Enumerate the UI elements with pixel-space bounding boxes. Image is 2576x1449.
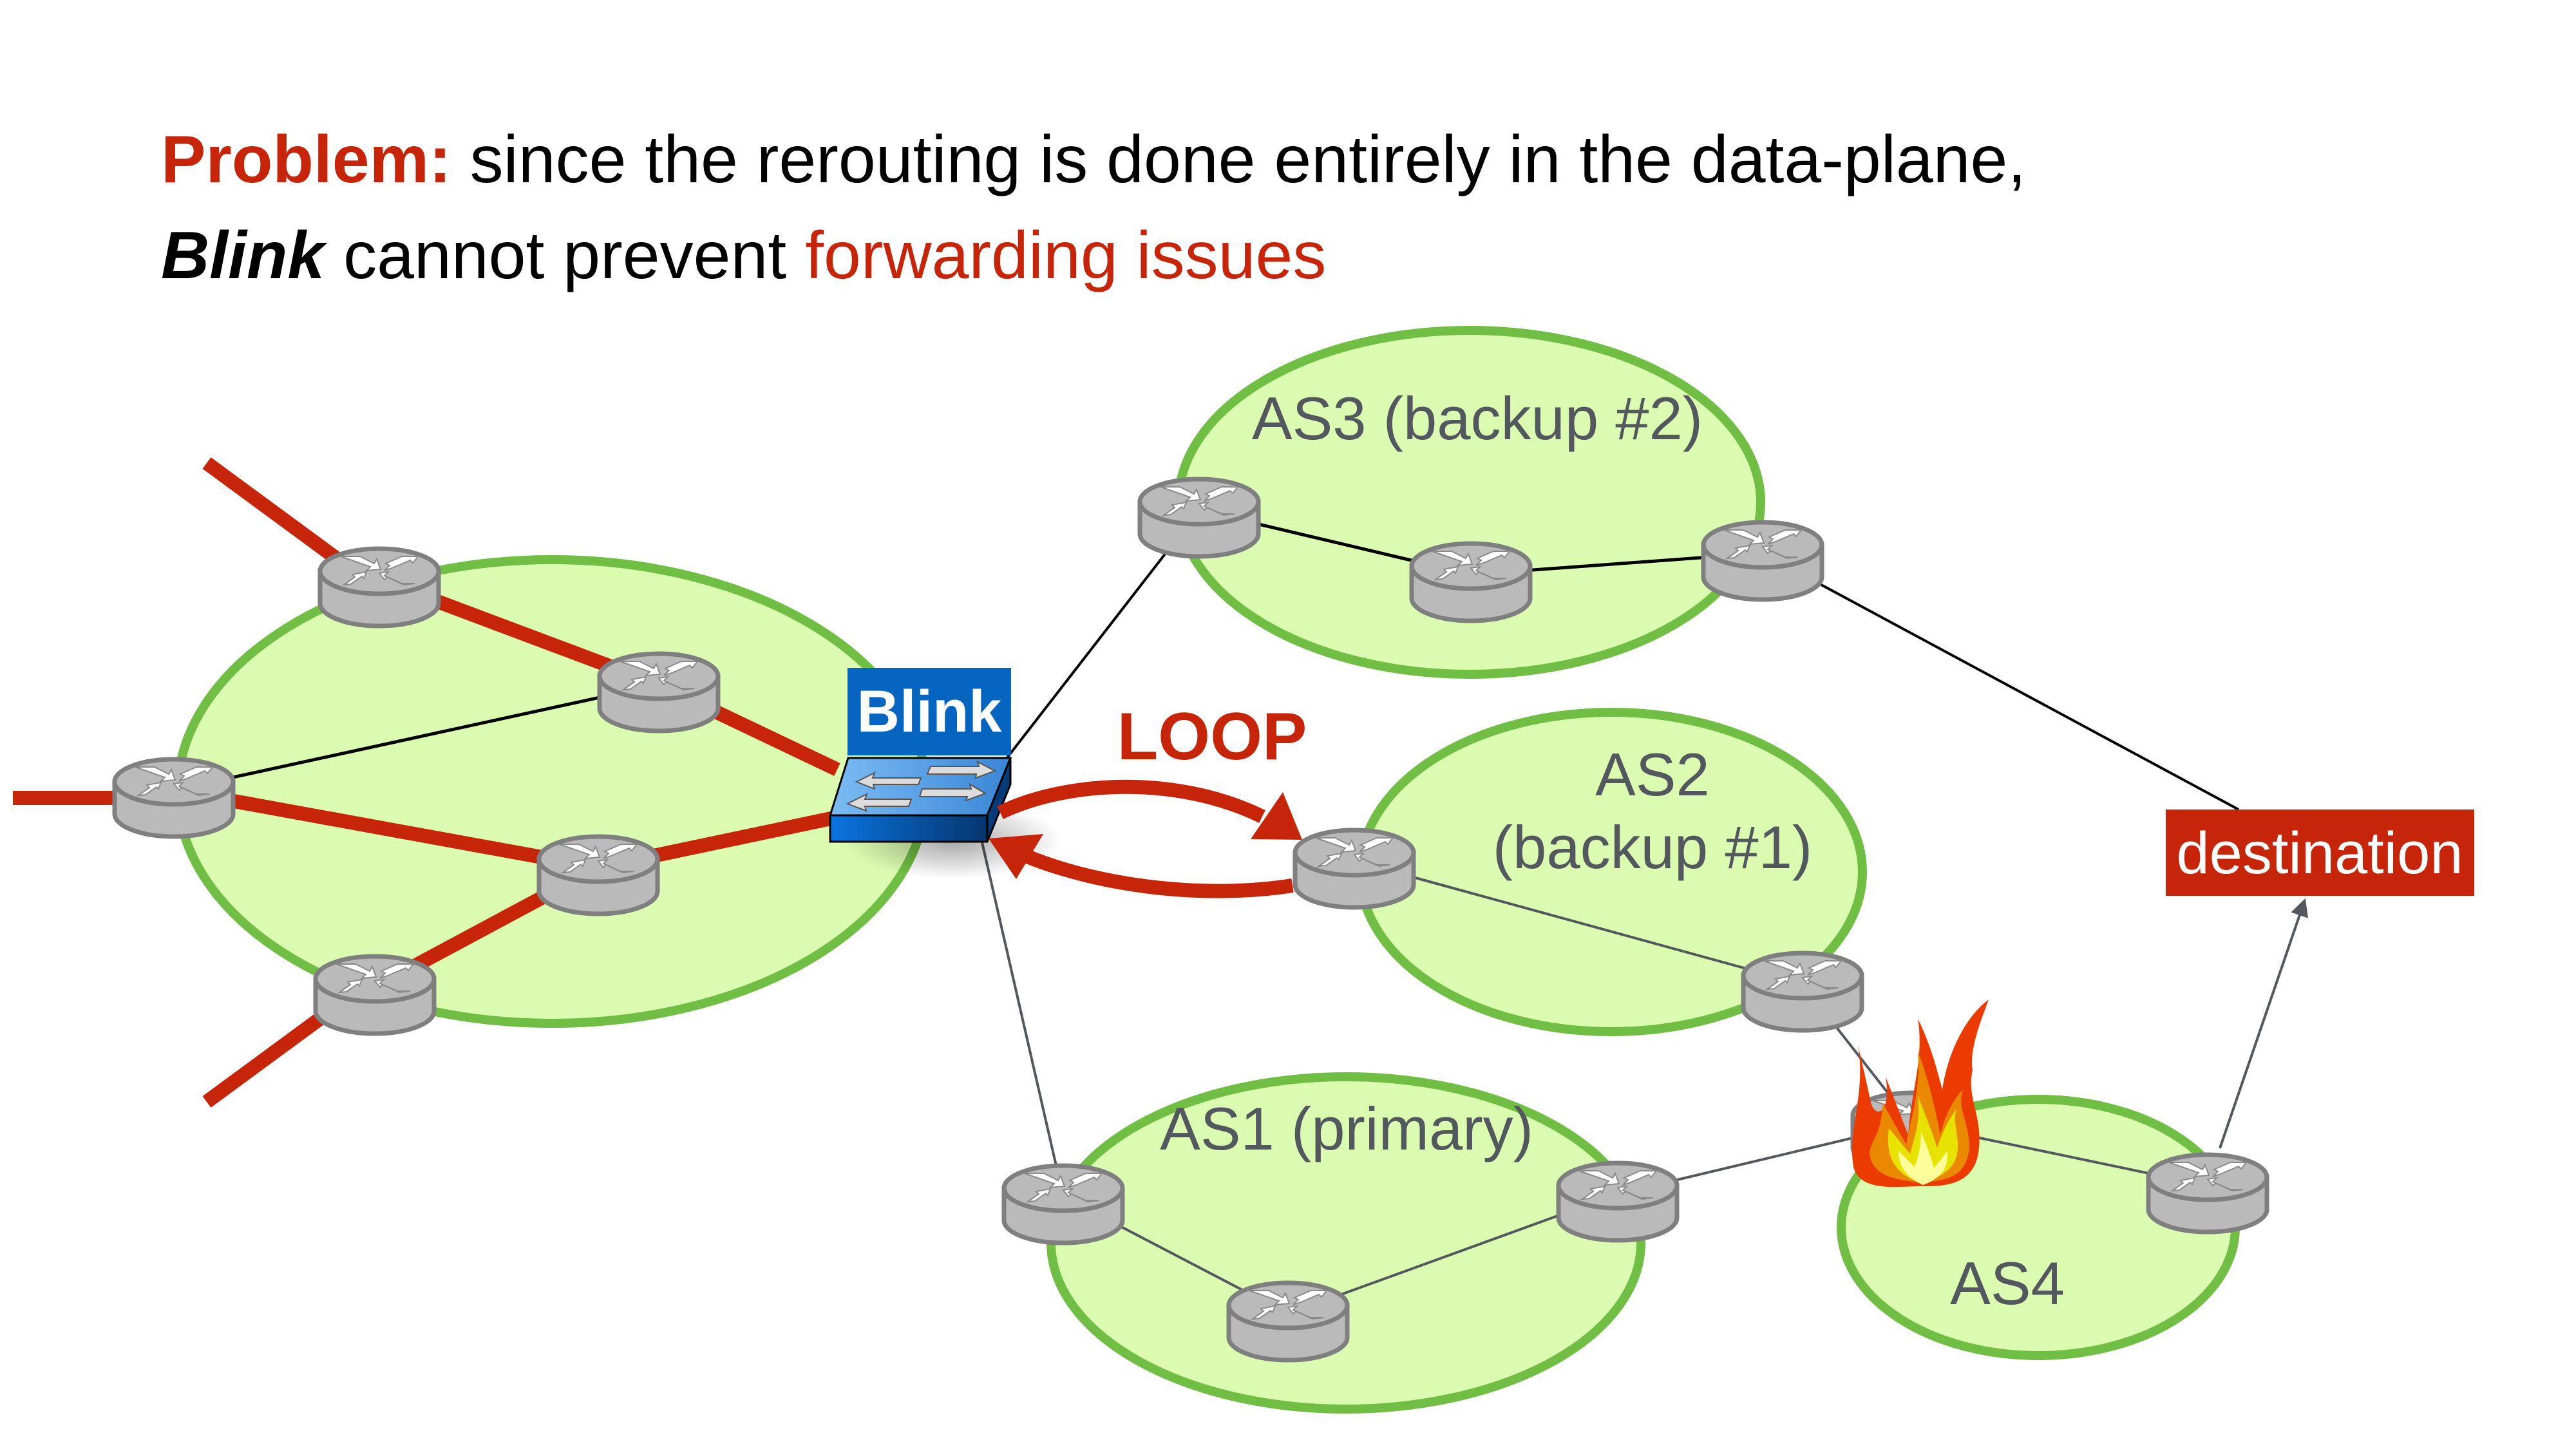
loop-arrow-forward — [997, 779, 1265, 823]
red-link — [173, 783, 600, 875]
link — [173, 683, 659, 792]
as4-label: AS4 — [1950, 1249, 2065, 1317]
router-icon — [1140, 479, 1258, 556]
as3-label: AS3 (backup #2) — [1252, 384, 1703, 452]
router-icon — [1004, 1166, 1122, 1243]
blink-name: Blink — [161, 218, 325, 293]
destination-label: destination — [2177, 820, 2463, 886]
loop-label: LOOP — [1117, 699, 1307, 774]
blink-label-box — [848, 668, 1011, 755]
router-icon — [1295, 830, 1414, 907]
router-icon — [539, 837, 658, 914]
destination-arrow — [2219, 898, 2308, 1149]
source-network-region — [173, 555, 931, 1028]
loop-arrows — [989, 779, 1302, 898]
router-icon — [1703, 522, 1822, 600]
router-icon — [2148, 1155, 2267, 1232]
router-icon — [1412, 544, 1530, 621]
loop-arrowhead-back — [989, 834, 1043, 879]
link — [980, 839, 1065, 1197]
forwarding-issues-text: forwarding issues — [805, 218, 1327, 293]
loop-arrow-back — [1024, 849, 1294, 898]
loop-arrowhead-forward — [1251, 792, 1302, 840]
as2-label-line2: (backup #1) — [1493, 813, 1812, 881]
title-line-2: Blink cannot prevent forwarding issues — [161, 222, 1326, 289]
problem-label: Problem: — [161, 122, 451, 197]
router-icon — [316, 956, 434, 1034]
as2-label-line1: AS2 — [1595, 741, 1710, 808]
red-link — [202, 457, 352, 573]
as1-label: AS1 (primary) — [1160, 1095, 1533, 1162]
router-icon — [1743, 953, 1862, 1030]
router-icon — [1229, 1283, 1347, 1360]
title-line-1: Problem: since the rerouting is done ent… — [161, 126, 2026, 193]
cannot-prevent-text: cannot prevent — [325, 218, 806, 293]
switch-icon — [828, 757, 1012, 843]
problem-text: since the rerouting is done entirely in … — [451, 122, 2027, 197]
destination-box — [2166, 810, 2474, 896]
link — [1762, 552, 2239, 811]
router-icon — [600, 654, 718, 731]
link — [1354, 860, 1803, 985]
router-icon — [320, 549, 439, 626]
router-icon — [115, 759, 233, 837]
blink-label: Blink — [857, 679, 1003, 744]
fire-icon — [1852, 999, 1989, 1188]
router-icon — [1558, 1163, 1677, 1240]
